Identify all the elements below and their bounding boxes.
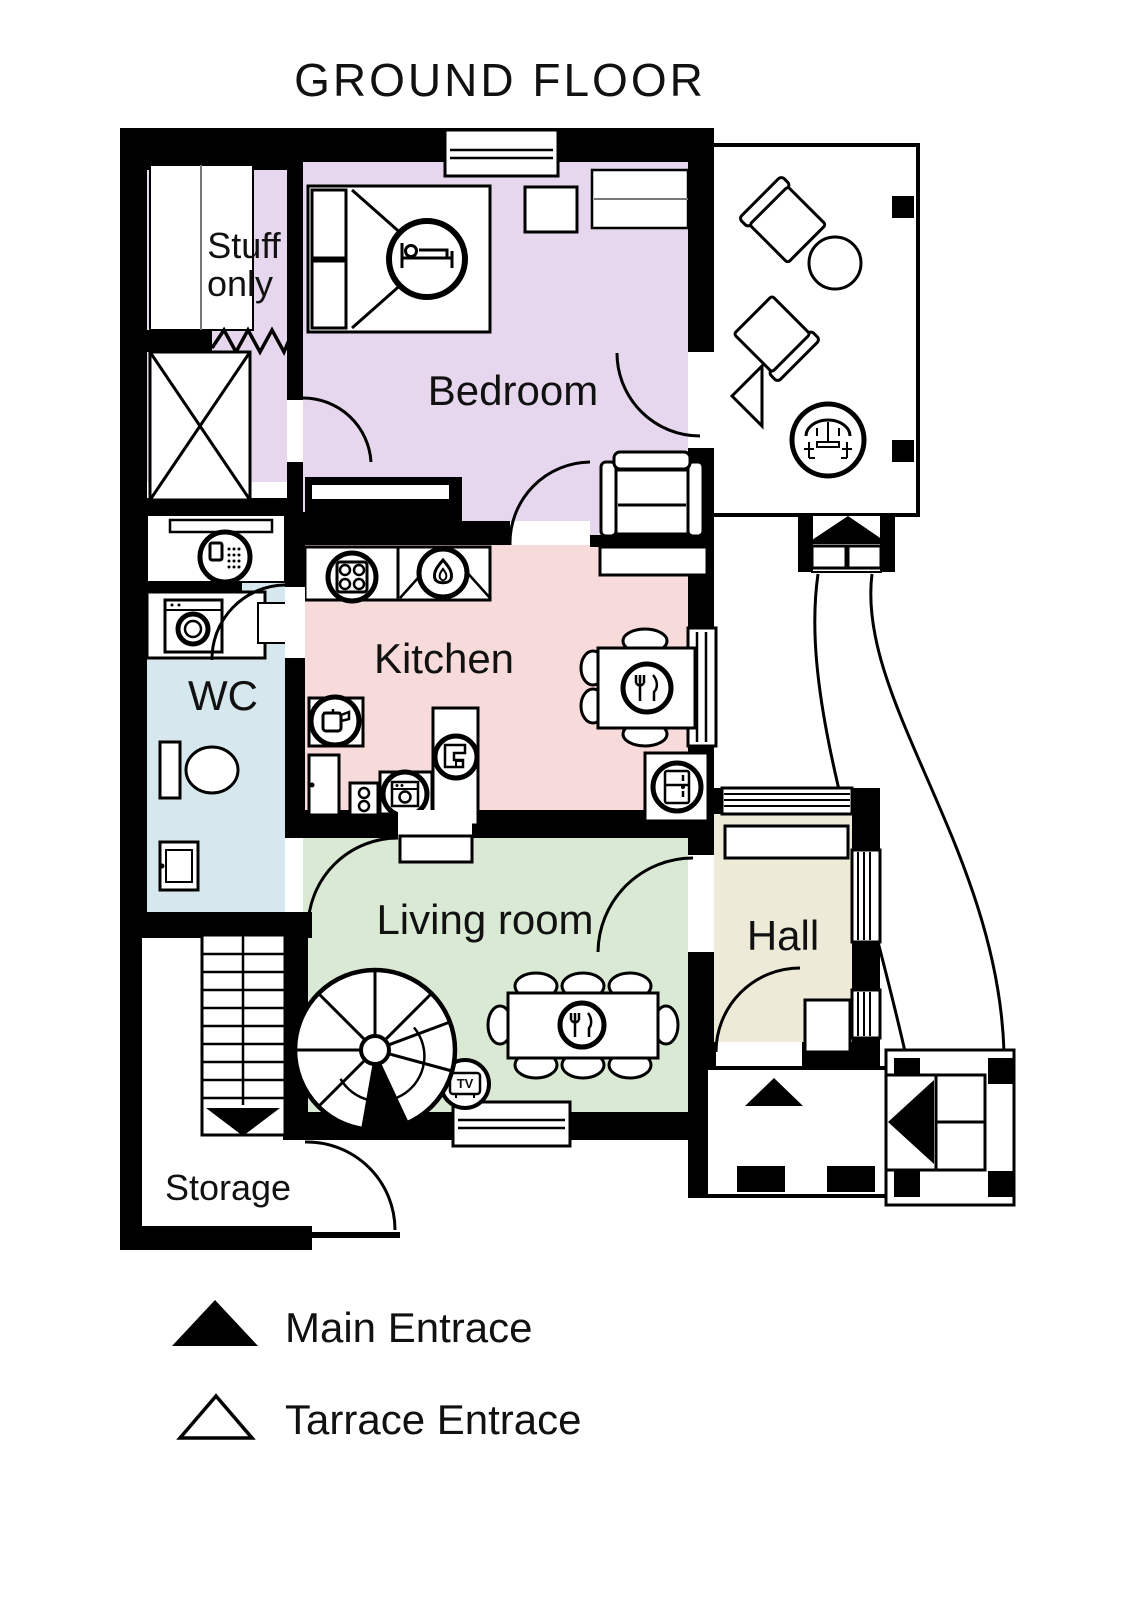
door-gap	[398, 810, 472, 838]
armchair-icon	[739, 176, 827, 264]
living-dining-set	[486, 971, 680, 1080]
legend: Main Entrace Tarrace Entrace	[172, 1300, 581, 1443]
hall-bench	[723, 824, 850, 860]
armchair-icon	[733, 295, 820, 382]
cabinet-handle	[309, 782, 315, 788]
legend-main-entrance-icon	[172, 1300, 258, 1346]
bed-icon	[386, 218, 468, 300]
spiral-staircase-icon	[292, 967, 458, 1133]
legend-terrace-entrance-icon	[176, 1393, 256, 1440]
hall-top-window	[720, 786, 854, 816]
stuff-only-label: Stuff	[207, 225, 281, 266]
hall-label: Hall	[747, 912, 819, 959]
bed	[306, 184, 492, 334]
door-arc-storage	[304, 1140, 397, 1231]
door-arc-wc	[210, 583, 286, 661]
umbrella-table-icon	[789, 401, 867, 479]
door-gap	[285, 587, 305, 658]
door-gap	[287, 400, 303, 462]
bedroom-label: Bedroom	[428, 367, 598, 414]
porch	[704, 1066, 892, 1198]
legend-main-entrance-label: Main Entrace	[285, 1304, 532, 1351]
main-entrance-marker	[745, 1078, 803, 1106]
door-threshold	[398, 834, 474, 864]
door-arc-bedroom-kitchen	[508, 460, 591, 546]
door-arc-kitchen-living	[306, 836, 399, 929]
living-room-window	[451, 1100, 572, 1148]
legend-terrace-entrance-label: Tarrace Entrace	[285, 1396, 581, 1443]
fork-knife-icon	[557, 1000, 607, 1050]
kettle-icon	[308, 694, 362, 748]
tv-label: TV	[457, 1076, 474, 1091]
door-gap	[716, 1042, 802, 1068]
page-title: GROUND FLOOR	[294, 54, 706, 106]
fork-knife-icon	[620, 661, 674, 715]
terrace-entrance-marker	[729, 362, 764, 430]
stairs-down	[200, 933, 287, 1137]
washing-machine-icon	[170, 603, 211, 647]
shower-icon	[197, 529, 253, 585]
desk-chair	[599, 450, 705, 538]
stairs-down-arrow-icon	[206, 1108, 280, 1136]
shaft-box	[148, 350, 252, 502]
round-table-icon	[807, 235, 863, 291]
stuff-only-label-2: only	[207, 263, 273, 304]
living-room-label: Living room	[376, 896, 593, 943]
hall-right-window	[850, 848, 882, 944]
door-gap	[688, 855, 714, 952]
steps-direction-arrow	[888, 1080, 934, 1164]
shower-area	[146, 514, 286, 585]
terrace-steps	[798, 514, 895, 573]
counter-slit	[312, 485, 449, 499]
kitchen-dining-set	[579, 627, 697, 748]
storage-label: Storage	[165, 1167, 291, 1208]
door-gap	[510, 521, 590, 545]
wc-label: WC	[188, 672, 258, 719]
doors	[210, 352, 801, 1231]
burner-panel	[348, 781, 380, 817]
flame-icon	[416, 546, 470, 600]
door-arc-bedroom-terrace	[615, 352, 701, 438]
kitchen-label: Kitchen	[374, 635, 514, 682]
nightstand	[523, 185, 579, 234]
hall-right-window	[850, 988, 882, 1040]
main-entrance-marker	[806, 516, 889, 544]
terrace	[704, 143, 920, 517]
stove-icon	[325, 550, 379, 604]
oven-icon	[380, 769, 430, 819]
zigzag-partition	[210, 326, 291, 357]
bedroom-wardrobe	[590, 168, 690, 230]
terrace-pillar	[892, 440, 914, 462]
windows	[443, 128, 882, 1148]
door-gap	[688, 352, 714, 448]
washing-machine	[145, 590, 287, 660]
bedroom-window	[443, 128, 560, 178]
door-arc-stuff-only	[302, 396, 373, 463]
toilet-icon	[158, 740, 240, 800]
door-arc-living-hall	[596, 856, 694, 953]
fridge-icon	[650, 760, 704, 814]
entry-steps	[884, 1048, 1016, 1207]
sink-icon	[158, 840, 200, 892]
hall-cabinet	[803, 998, 852, 1054]
stuff-only-closet	[149, 164, 254, 331]
terrace-pillar	[892, 196, 914, 218]
door-arc-hall-porch	[714, 966, 801, 1053]
fridge	[643, 751, 710, 823]
coffee-machine-icon	[432, 733, 480, 781]
